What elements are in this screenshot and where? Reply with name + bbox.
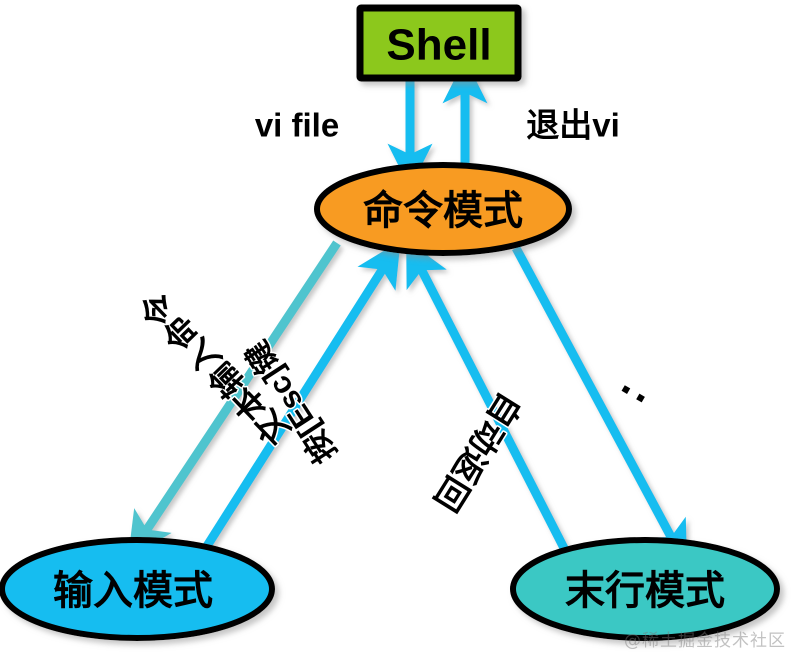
edge-command-to-lastline — [512, 245, 688, 568]
shell-box[interactable] — [356, 4, 522, 82]
edge-lastline-to-command — [406, 239, 571, 555]
node-input-mode[interactable]: 输入模式 — [0, 537, 275, 641]
edge-input-to-command — [203, 240, 401, 549]
input-mode-label: 输入模式 — [53, 569, 213, 613]
edge-label-colon: : — [611, 376, 664, 415]
edges-layer — [128, 58, 688, 568]
input-mode-ellipse[interactable] — [0, 537, 275, 641]
nodes-layer: Shell 命令模式 输入模式 末行模式 — [0, 4, 780, 641]
node-shell[interactable]: Shell — [356, 4, 522, 82]
command-mode-label: 命令模式 — [363, 188, 523, 233]
edge-label-exit-vi: 退出vi — [526, 107, 620, 144]
shell-label: Shell — [386, 21, 491, 70]
command-mode-ellipse[interactable] — [314, 162, 572, 256]
last-line-mode-ellipse[interactable] — [510, 537, 780, 641]
node-last-line-mode[interactable]: 末行模式 — [510, 537, 780, 641]
edge-label-vi-file: vi file — [255, 107, 339, 144]
node-command-mode[interactable]: 命令模式 — [314, 162, 572, 256]
last-line-mode-label: 末行模式 — [565, 569, 725, 613]
edge-command-to-input — [128, 240, 341, 559]
